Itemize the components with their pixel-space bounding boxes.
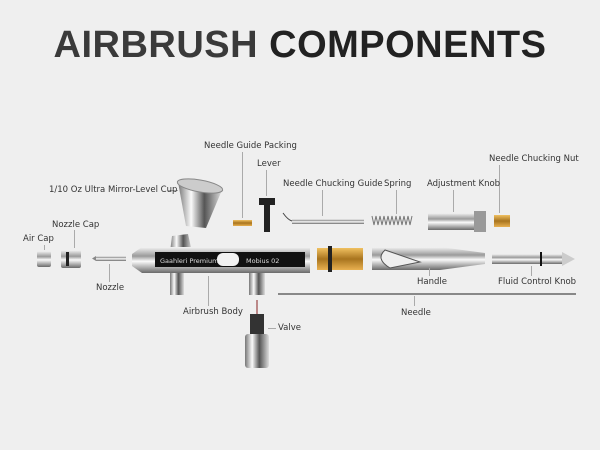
label-nozzle: Nozzle [96, 283, 125, 293]
label-needle-guide-packing: Needle Guide Packing [204, 141, 297, 151]
svg-text:Gaahleri Premium: Gaahleri Premium [160, 257, 218, 265]
nozzle-cap-part [61, 250, 81, 268]
needle-guide-packing-part [233, 220, 252, 226]
label-handle: Handle [417, 277, 447, 287]
label-nozzle-cap: Nozzle Cap [52, 220, 100, 230]
air-cap-part [37, 251, 51, 267]
label-air-cap: Air Cap [23, 234, 54, 244]
cup-part [170, 178, 224, 252]
valve-part [245, 300, 269, 368]
label-needle-chucking-guide: Needle Chucking Guide [283, 179, 383, 189]
adjustment-knob-part [428, 211, 486, 232]
label-cup: 1/10 Oz Ultra Mirror-Level Cup [49, 185, 178, 195]
needle-chucking-nut-part [494, 215, 510, 227]
needle-chucking-guide-part [282, 212, 364, 224]
airbrush-body-part: Gaahleri Premium Mobius 02 [132, 247, 310, 295]
label-needle: Needle [401, 308, 431, 318]
fluid-control-knob-part [492, 252, 575, 266]
label-needle-chucking-nut: Needle Chucking Nut [489, 154, 579, 164]
needle-part [278, 293, 576, 295]
spring-part [371, 215, 413, 226]
nozzle-part [92, 256, 126, 261]
label-airbrush-body: Airbrush Body [183, 307, 243, 317]
page-title: AIRBRUSH COMPONENTS [53, 24, 547, 66]
label-adjustment-knob: Adjustment Knob [427, 179, 501, 189]
handle-part [372, 247, 485, 270]
label-lever: Lever [257, 159, 281, 169]
label-spring: Spring [384, 179, 412, 189]
brass-fitting-part [317, 246, 363, 272]
lever-part [259, 198, 275, 232]
label-valve: Valve [278, 323, 301, 333]
svg-text:Mobius 02: Mobius 02 [246, 257, 279, 265]
label-fluid-control-knob: Fluid Control Knob [498, 277, 577, 287]
